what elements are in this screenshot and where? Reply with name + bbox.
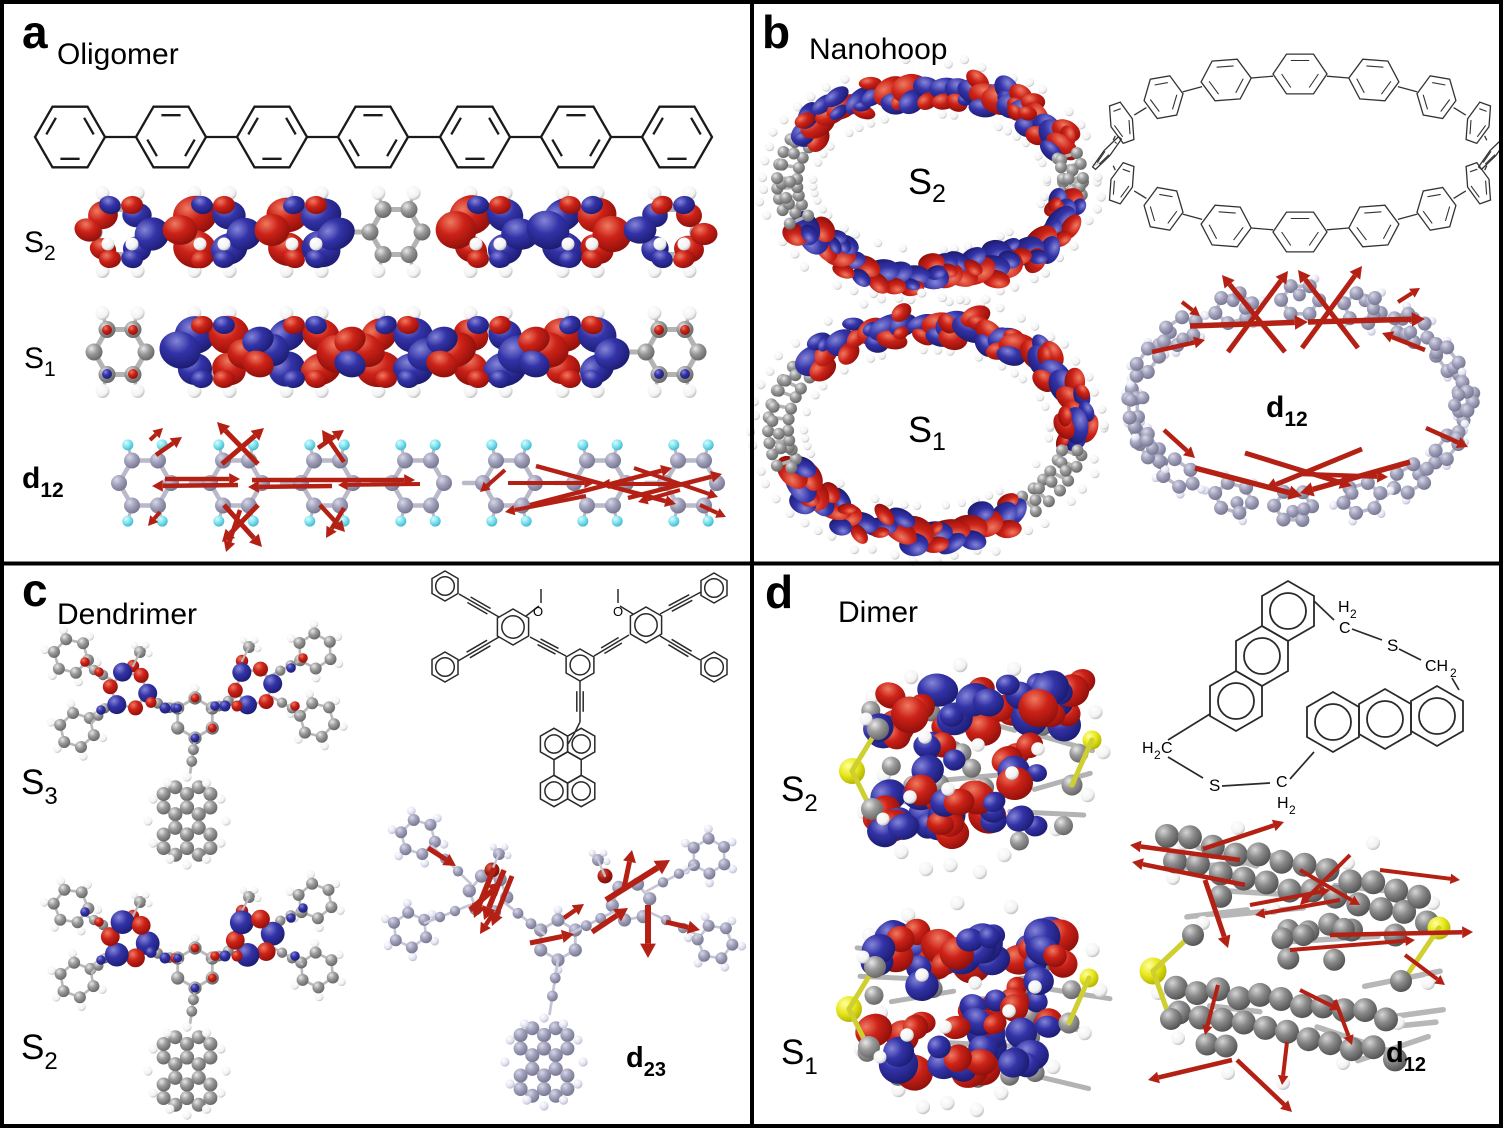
svg-text:H: H — [1338, 599, 1350, 616]
svg-text:C: C — [1161, 740, 1173, 757]
svg-text:C: C — [1276, 774, 1288, 791]
svg-text:Dimer: Dimer — [838, 596, 918, 629]
svg-text:C: C — [1339, 620, 1351, 637]
svg-text:Oligomer: Oligomer — [57, 38, 179, 71]
svg-text:2: 2 — [1450, 666, 1457, 680]
svg-text:c: c — [22, 564, 48, 616]
svg-text:Nanohoop: Nanohoop — [809, 33, 947, 66]
svg-text:CH: CH — [1425, 658, 1448, 675]
svg-text:a: a — [22, 6, 48, 58]
svg-text:H: H — [1277, 795, 1289, 812]
svg-text:S: S — [1209, 776, 1220, 795]
svg-text:b: b — [762, 6, 790, 58]
svg-text:S: S — [1387, 636, 1398, 655]
svg-text:O: O — [533, 604, 543, 619]
svg-text:Dendrimer: Dendrimer — [57, 598, 197, 631]
svg-text:H: H — [1142, 740, 1154, 757]
svg-text:O: O — [613, 604, 623, 619]
svg-text:d: d — [765, 566, 793, 618]
svg-text:2: 2 — [1350, 607, 1357, 621]
svg-text:2: 2 — [1154, 748, 1161, 762]
svg-text:2: 2 — [1289, 803, 1296, 817]
